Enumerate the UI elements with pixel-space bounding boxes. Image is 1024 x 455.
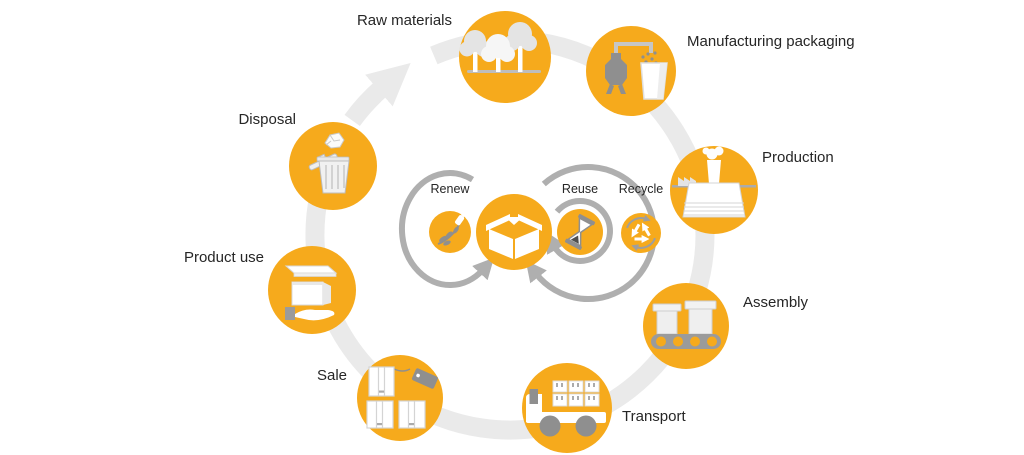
stage-label-transport: Transport (622, 408, 686, 425)
renew-loop-arrow-icon (398, 170, 495, 289)
stage-label-disposal: Disposal (238, 111, 296, 128)
recycle-label: Recycle (619, 182, 664, 196)
stage-assembly (643, 283, 729, 369)
stage-label-production: Production (762, 149, 834, 166)
stage-manufacturing-packaging (586, 26, 676, 116)
stage-label-product-use: Product use (184, 249, 264, 266)
stage-labels: Raw materials Manufacturing packaging Pr… (184, 12, 855, 425)
center-circle (476, 194, 552, 270)
factory-stack-icon (672, 146, 756, 218)
trees-icon (459, 22, 541, 73)
stage-label-manufacturing-packaging: Manufacturing packaging (687, 33, 855, 50)
stage-sale (357, 355, 443, 441)
trash-can-icon (308, 132, 350, 194)
stage-label-assembly: Assembly (743, 294, 809, 311)
cycle-ring-arrow-icon (344, 63, 411, 127)
renew-label: Renew (431, 182, 471, 196)
stage-label-sale: Sale (317, 367, 347, 384)
hand-holding-box-icon (284, 265, 338, 321)
stage-production (670, 146, 758, 234)
hopper-pour-icon (605, 42, 668, 100)
stage-transport (522, 363, 612, 453)
renew-node (429, 211, 471, 253)
stage-product-use (268, 246, 356, 334)
recycle-node (621, 213, 661, 253)
packages-price-tag-icon (366, 366, 438, 429)
reuse-node (557, 209, 603, 255)
reuse-loop-arrow-icon (545, 198, 613, 264)
stage-raw-materials (459, 11, 551, 103)
conveyor-boxes-icon (651, 300, 721, 349)
center-box-node (476, 194, 552, 270)
reuse-label: Reuse (562, 182, 598, 196)
sprout-bottle-icon (437, 212, 466, 246)
open-box-icon (486, 214, 542, 259)
stage-circle (643, 283, 729, 369)
hourglass-icon (564, 214, 596, 250)
recycle-arrows-icon (626, 214, 656, 252)
stage-disposal (289, 122, 377, 210)
delivery-truck-icon (526, 380, 606, 437)
stage-label-raw-materials: Raw materials (357, 12, 452, 29)
